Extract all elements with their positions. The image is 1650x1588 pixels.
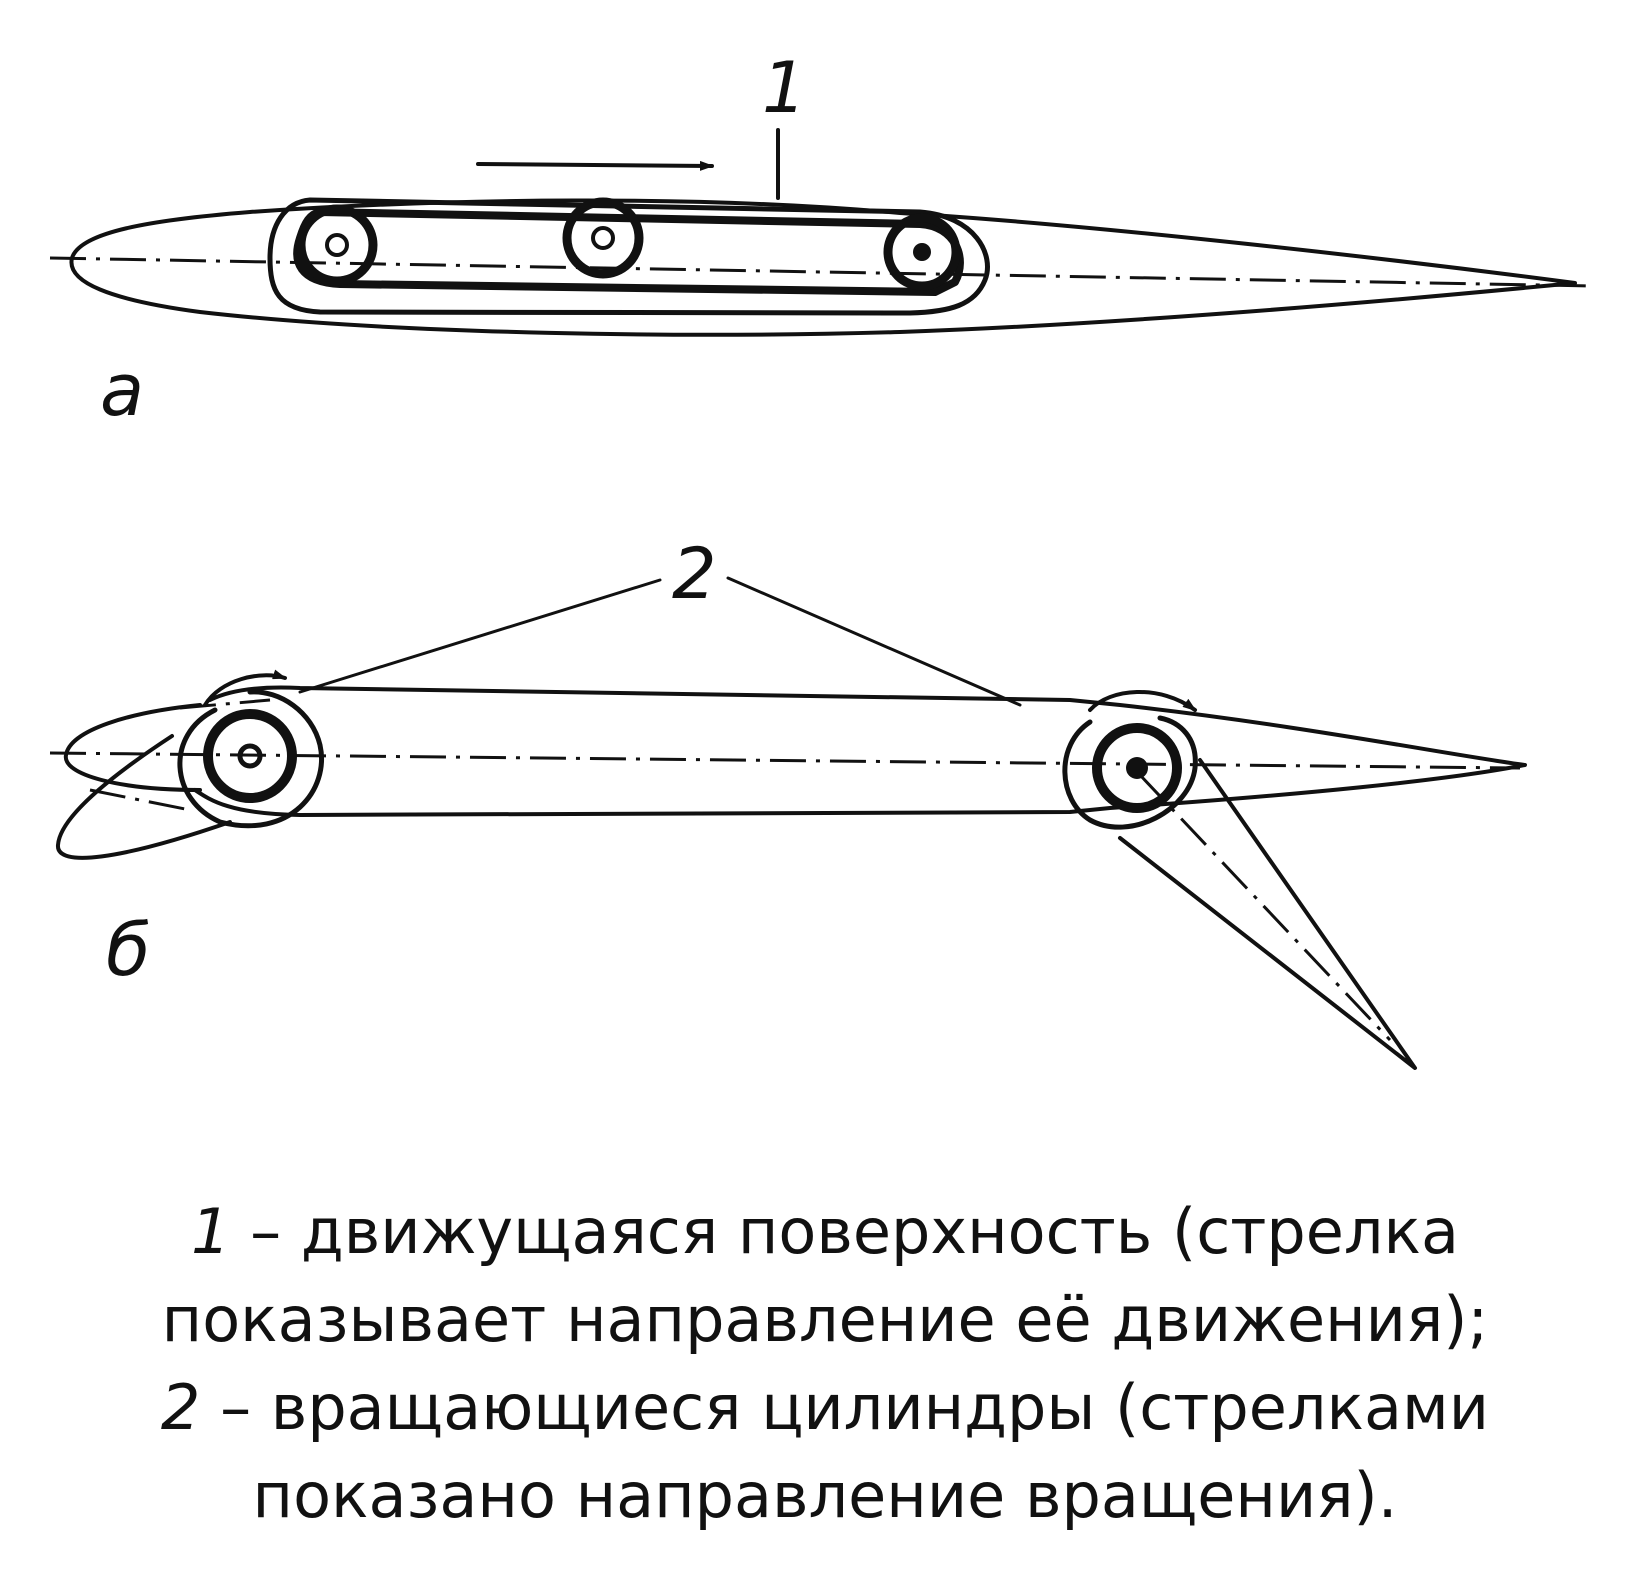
- callout-1-label: 1: [762, 47, 807, 129]
- rotating-cylinder-front: [177, 689, 324, 829]
- leading-edge-flap: [56, 734, 232, 860]
- rotation-arrow-front: [203, 669, 287, 707]
- rotation-arrow-rear: [1088, 690, 1197, 712]
- roller-2: [562, 197, 644, 279]
- flap-axis: [1138, 773, 1392, 1042]
- moving-surface-inner-belt: [293, 208, 964, 296]
- caption-line-3: 2 – вращающиеся цилиндры (стрелками: [0, 1364, 1650, 1452]
- callout-2-label: 2: [672, 533, 717, 615]
- caption-line-4: показано направление вращения).: [252, 1459, 1398, 1532]
- leading-axis-dash: [89, 788, 191, 812]
- roller-1: [296, 204, 378, 286]
- deflected-flap: [1118, 758, 1417, 1070]
- rotating-cylinder-rear: [1062, 715, 1198, 830]
- airfoil-b-outline: [193, 685, 1527, 817]
- callout-2-leader-front: [298, 578, 662, 694]
- airfoil-b-axis: [49, 751, 1521, 770]
- caption-line-1: 1 – движущаяся поверхность (стрелка: [0, 1188, 1650, 1276]
- moving-surface-belt: [267, 197, 990, 316]
- callout-2-leader-rear: [726, 576, 1022, 707]
- figure-a: 1 а: [49, 47, 1596, 432]
- figure-b: 2 б: [49, 533, 1527, 1070]
- caption-item-2-number: 2: [160, 1371, 201, 1444]
- airfoil-a-axis: [49, 256, 1596, 288]
- caption-item-2-text: – вращающиеся цилиндры (стрелками: [200, 1371, 1490, 1444]
- motion-direction-arrow: [476, 160, 714, 171]
- figure-caption: 1 – движущаяся поверхность (стрелка пока…: [0, 1188, 1650, 1540]
- leading-edge-loop: [63, 703, 202, 792]
- leading-axis-dash-top: [179, 698, 271, 710]
- caption-line-2: показывает направление её движения);: [161, 1283, 1489, 1356]
- caption-item-1-number: 1: [191, 1195, 231, 1268]
- roller-3: [883, 213, 961, 291]
- caption-item-1-text: – движущаяся поверхность (стрелка: [230, 1195, 1459, 1268]
- panel-label-b: б: [106, 908, 150, 992]
- panel-label-a: а: [100, 348, 144, 432]
